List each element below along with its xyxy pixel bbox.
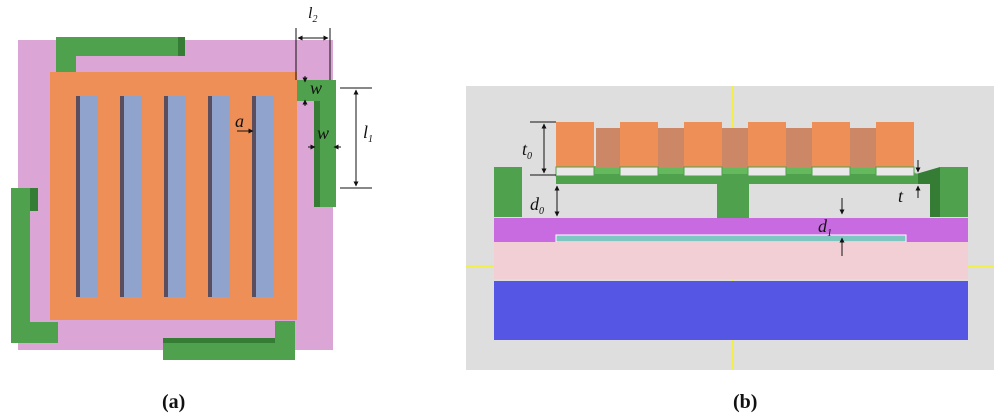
electrode-right-post [940,167,968,217]
bar-base [747,166,787,177]
slot-shadow [252,96,256,297]
bar-base [811,166,851,177]
label-t0: t0 [522,139,532,162]
bar [684,122,722,174]
caption-a: (a) [162,391,185,413]
slot-shadow [120,96,124,297]
electrode-pads [11,37,336,360]
label-l2: l2 [308,5,317,25]
panel-a-top-view: l2 w a w l1 (a) [11,5,373,413]
label-w-top: w [310,78,322,98]
bar [876,122,914,174]
label-t: t [898,186,904,206]
bar-base [619,166,659,177]
grating-slots [76,96,274,297]
label-d1: d1 [818,216,832,239]
green-bridge [556,174,918,184]
label-d0: d0 [530,194,544,217]
electrode-left-edge [30,188,38,211]
label-l1: l1 [363,122,373,145]
slot-shadow [164,96,168,297]
electrode-right-edge [314,101,320,207]
slot [76,96,98,297]
electrode-left-post [494,167,522,217]
layer-teal-strip [555,234,907,243]
metal-bars-cross-section [555,122,915,177]
slot [208,96,230,297]
slot [120,96,142,297]
center-post [717,184,749,218]
slot [164,96,186,297]
bar [748,122,786,174]
electrode-right-tab [916,167,940,217]
slot-shadow [208,96,212,297]
label-a: a [235,111,244,131]
bar [620,122,658,174]
electrode-top-left [56,37,185,75]
slot-shadow [76,96,80,297]
electrode-bottom-edge [163,338,275,343]
electrode-left [11,188,58,343]
slot [252,96,274,297]
dimension-lines-b [530,121,921,256]
bar [556,122,594,174]
dimension-lines-a [237,28,372,189]
layer-pink [494,242,968,279]
bar-base [683,166,723,177]
layer-blue [494,281,968,340]
label-w-side: w [317,123,329,143]
bar-base [555,166,595,177]
panel-b-cross-section: t0 d0 d1 t (b) [466,86,994,413]
bar-base [875,166,915,177]
bar [812,122,850,174]
caption-b: (b) [733,391,757,413]
electrode-top-left-edge [178,37,185,56]
